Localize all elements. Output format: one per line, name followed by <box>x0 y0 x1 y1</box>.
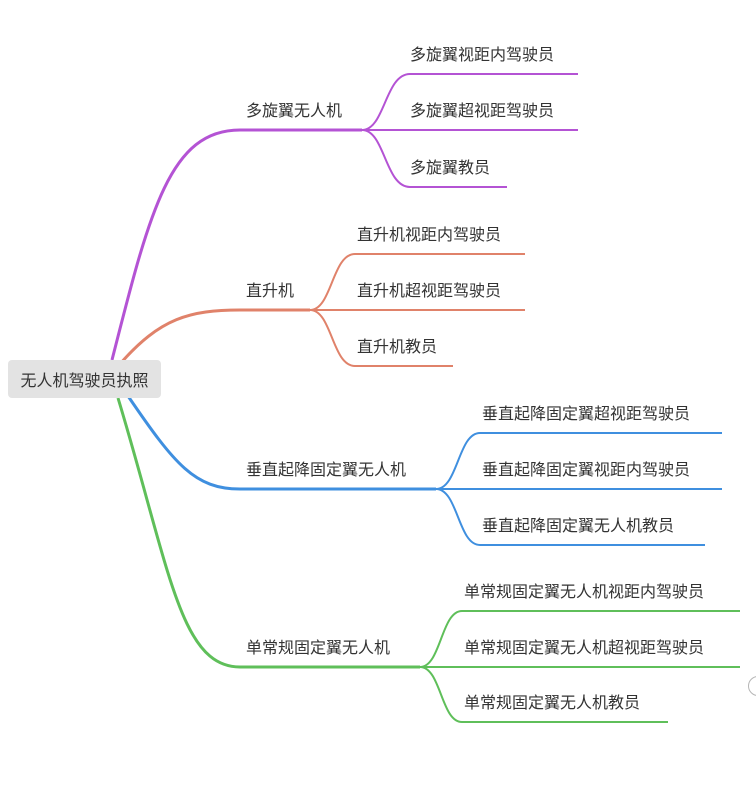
leaf-helicopter-bvlos-pilot[interactable]: 直升机超视距驾驶员 <box>357 281 502 300</box>
connector-vtol-child-1 <box>435 432 722 490</box>
leaf-helicopter-vlos-pilot[interactable]: 直升机视距内驾驶员 <box>357 225 502 244</box>
leaf-fixedwing-vlos-pilot[interactable]: 单常规固定翼无人机视距内驾驶员 <box>464 582 705 601</box>
connector-fixedwing-child-1 <box>419 610 740 668</box>
leaf-fixedwing-bvlos-pilot[interactable]: 单常规固定翼无人机超视距驾驶员 <box>464 638 705 657</box>
leaf-vtol-vlos-pilot[interactable]: 垂直起降固定翼视距内驾驶员 <box>482 460 691 479</box>
leaf-multirotor-vlos-pilot[interactable]: 多旋翼视距内驾驶员 <box>410 45 555 64</box>
root-node-label: 无人机驾驶员执照 <box>20 371 149 390</box>
connector-root-to-multirotor <box>110 128 362 361</box>
leaf-vtol-instructor[interactable]: 垂直起降固定翼无人机教员 <box>482 516 675 535</box>
root-node[interactable]: 无人机驾驶员执照 <box>8 360 161 398</box>
branch-helicopter-label[interactable]: 直升机 <box>246 281 295 300</box>
leaf-multirotor-bvlos-pilot[interactable]: 多旋翼超视距驾驶员 <box>410 101 555 120</box>
branch-vtol-label[interactable]: 垂直起降固定翼无人机 <box>246 460 407 479</box>
connector-multirotor-child-3 <box>361 129 507 188</box>
connector-vtol-child-3 <box>435 488 705 546</box>
connector-helicopter-child-3 <box>309 309 453 367</box>
leaf-helicopter-instructor[interactable]: 直升机教员 <box>357 337 438 356</box>
connector-multirotor-child-1 <box>361 73 578 131</box>
leaf-multirotor-instructor[interactable]: 多旋翼教员 <box>410 158 491 177</box>
connector-root-to-vtol <box>126 395 436 491</box>
branch-multirotor-label[interactable]: 多旋翼无人机 <box>246 101 343 120</box>
connector-root-to-fixedwing <box>116 397 420 669</box>
connector-fixedwing-child-3 <box>419 666 668 723</box>
leaf-fixedwing-instructor[interactable]: 单常规固定翼无人机教员 <box>464 693 641 712</box>
branch-fixedwing-label[interactable]: 单常规固定翼无人机 <box>246 638 391 657</box>
connector-helicopter-child-1 <box>309 253 525 311</box>
leaf-vtol-bvlos-pilot[interactable]: 垂直起降固定翼超视距驾驶员 <box>482 404 691 423</box>
connector-root-to-helicopter <box>118 308 310 365</box>
